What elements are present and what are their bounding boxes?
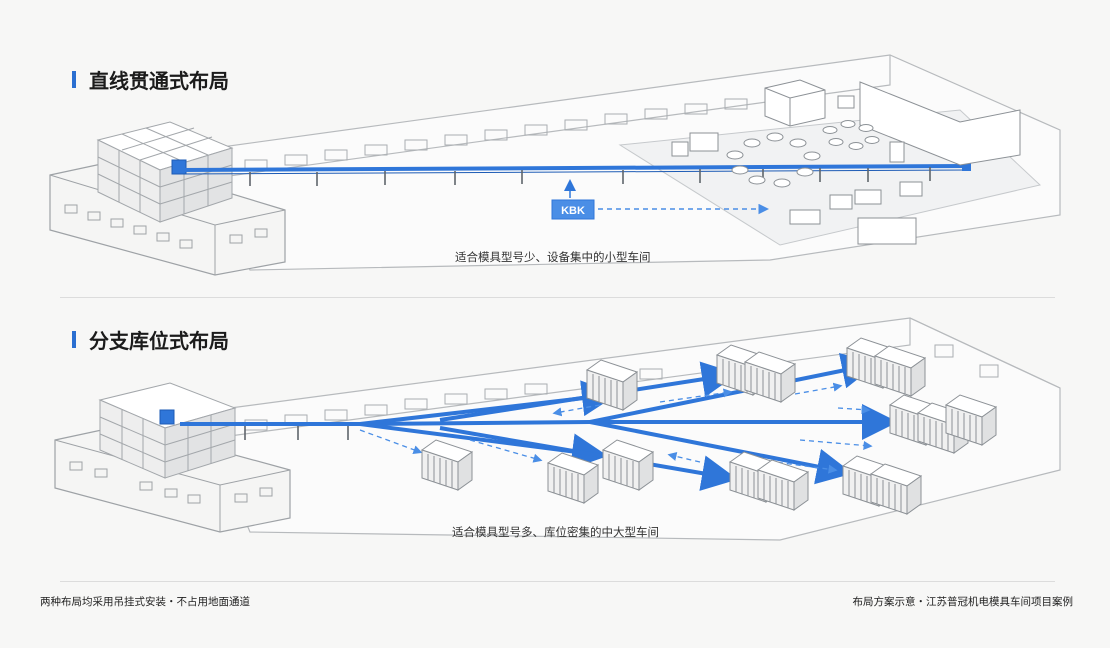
section-title-branch: 分支库位式布局: [72, 325, 229, 354]
title-accent-bar: [72, 71, 76, 88]
main-rail-track: [179, 164, 969, 172]
branch-layout-diagram: [54, 317, 1061, 541]
section-divider: [60, 297, 1055, 298]
section2-caption: 适合模具型号多、库位密集的中大型车间: [452, 525, 659, 539]
kbk-device-label: KBK: [561, 205, 585, 217]
storage-building-windows: [69, 461, 273, 504]
rail-hangers: [244, 426, 349, 440]
circular-stations: [726, 120, 880, 188]
section-title-text: 分支库位式布局: [89, 329, 229, 353]
footer-divider: [60, 581, 1055, 582]
section-title-linear: 直线贯通式布局: [72, 65, 229, 94]
storage-building-windows: [64, 204, 268, 249]
title-accent-bar: [72, 331, 76, 348]
workshop-equipment: [671, 79, 1021, 245]
footer-right-note: 布局方案示意・江苏普冠机电模具车间项目案例: [852, 596, 1074, 608]
rail-start-node: [159, 409, 175, 425]
footer-left-note: 两种布局均采用吊挂式安装・不占用地面通道: [40, 596, 250, 608]
kbk-device-box: [551, 199, 595, 220]
branch-dashed-guides: [359, 382, 873, 474]
linear-layout-diagram: KBK: [49, 54, 1061, 276]
rail-end-node: [962, 161, 971, 171]
section-title-text: 直线贯通式布局: [89, 69, 229, 93]
section1-caption: 适合模具型号少、设备集中的小型车间: [455, 250, 651, 264]
rail-hangers: [249, 167, 931, 186]
back-wall-windows: [244, 93, 788, 171]
